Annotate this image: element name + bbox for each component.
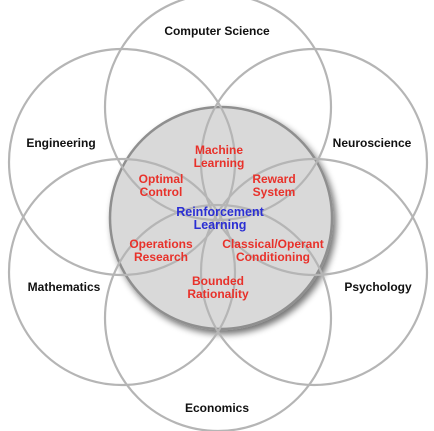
label-mathematics: Mathematics (27, 280, 101, 294)
label-psychology: Psychology (344, 280, 412, 294)
topic-optimal-control-line-1: Optimal (138, 172, 184, 186)
topic-reward-system: Reward System (252, 173, 295, 199)
topic-classical-operant-conditioning: Classical/Operant Conditioning (222, 238, 323, 264)
label-computer-science: Computer Science (164, 24, 270, 38)
core-line-1: Reinforcement (176, 205, 264, 219)
topic-operations-research-line-1: Operations (129, 237, 193, 251)
topic-optimal-control: Optimal Control (139, 173, 184, 199)
topic-machine-learning: Machine Learning (194, 144, 245, 170)
label-economics: Economics (184, 401, 250, 415)
topic-bounded-rationality-line-1: Bounded (192, 274, 244, 288)
label-engineering: Engineering (26, 136, 96, 150)
topic-machine-learning-line-1: Machine (194, 143, 244, 157)
circle-engineering (7, 47, 237, 277)
label-neuroscience: Neuroscience (332, 136, 412, 150)
topic-reward-system-line-1: Reward (252, 172, 296, 186)
topic-classical-operant-line-2: Conditioning (236, 250, 310, 264)
topic-bounded-rationality: Bounded Rationality (187, 275, 248, 301)
circle-psychology (199, 157, 429, 387)
circle-economics (103, 203, 333, 431)
core-reinforcement-learning: Reinforcement Learning (176, 206, 264, 232)
topic-operations-research-line-2: Research (133, 250, 189, 264)
topic-classical-operant-line-1: Classical/Operant (222, 237, 324, 251)
topic-bounded-rationality-line-2: Rationality (187, 287, 249, 301)
topic-machine-learning-line-2: Learning (193, 156, 245, 170)
topic-optimal-control-line-2: Control (139, 185, 183, 199)
circle-mathematics (7, 157, 237, 387)
topic-reward-system-line-2: System (252, 185, 296, 199)
topic-operations-research: Operations Research (129, 238, 192, 264)
circle-neuroscience (199, 47, 429, 277)
core-line-2: Learning (193, 218, 247, 232)
